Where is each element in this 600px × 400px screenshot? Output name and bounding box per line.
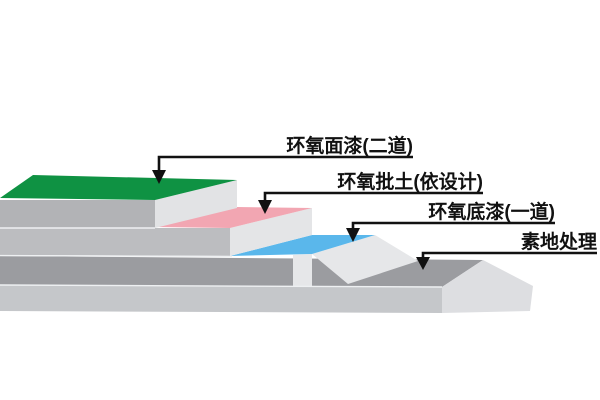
topcoat-layer-top-face (0, 175, 237, 200)
base-layer-side-face (442, 260, 533, 313)
arrow-topcoat (152, 170, 166, 184)
leader-line-primer (351, 221, 555, 229)
arrow-primer (346, 228, 360, 242)
arrow-base (416, 257, 430, 270)
base-layer-front-face (0, 285, 442, 313)
leader-line-base (421, 251, 597, 258)
primer-layer-side-face (312, 235, 418, 284)
putty-layer-side-face (230, 208, 312, 256)
putty-layer-front-face (0, 228, 230, 256)
label-putty: 环氧批土(依设计) (337, 170, 483, 193)
leader-line-topcoat (157, 155, 413, 171)
label-primer: 环氧底漆(一道) (428, 200, 555, 223)
arrow-putty (258, 200, 272, 214)
label-base: 素地处理 (521, 230, 597, 253)
primer-layer-top-face (230, 235, 375, 256)
label-topcoat: 环氧面漆(二道) (286, 134, 413, 157)
leader-line-putty (263, 191, 483, 201)
topcoat-layer-side-face (155, 180, 237, 228)
putty-layer-top-face (155, 207, 312, 228)
primer-layer-front-face (293, 254, 312, 287)
separator-basetop-basefront (0, 284, 443, 288)
topcoat-layer-front-face (0, 200, 155, 228)
separator-putty-base (0, 254, 233, 258)
